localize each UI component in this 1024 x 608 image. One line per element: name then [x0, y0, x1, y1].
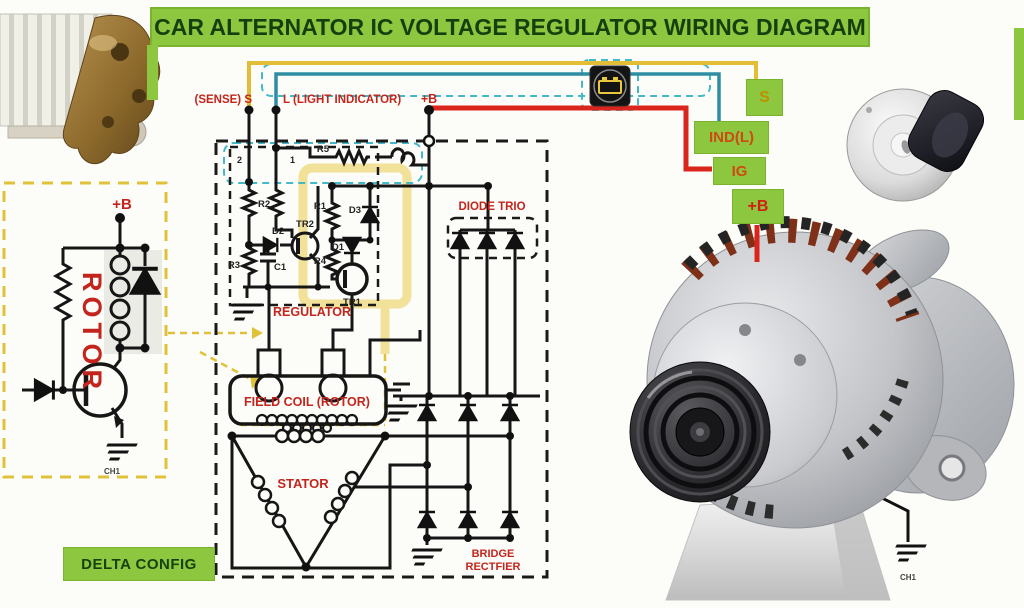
circuit-wiring	[228, 110, 540, 570]
tr1-label: TR1	[343, 297, 362, 308]
delta-config-label: DELTA CONFIG	[81, 555, 197, 573]
bridge-label-line2: RECTFIER	[466, 561, 521, 573]
ignition-key-photo	[846, 88, 985, 202]
d3-diode-icon	[360, 205, 380, 224]
diode-trio-box	[446, 216, 539, 260]
sense-wire-yellow	[247, 61, 758, 108]
crossover-node	[422, 134, 436, 148]
charge-lamp-icon	[589, 65, 631, 107]
d2-label: D2	[272, 226, 284, 237]
inset-plus-b-label: +B	[112, 196, 132, 213]
battery-wire-red	[429, 105, 712, 172]
d3-label: D3	[349, 205, 361, 216]
connector-terminal-ind: IND(L)	[694, 121, 769, 154]
light-terminal-label: L (LIGHT INDICATOR)	[283, 94, 401, 106]
d1-label: D1	[332, 242, 345, 253]
title-text: CAR ALTERNATOR IC VOLTAGE REGULATOR WIRI…	[154, 13, 866, 40]
c1-label: C1	[274, 262, 287, 273]
alternator-photo: CH1	[629, 216, 1015, 601]
stator-label: STATOR	[277, 476, 329, 491]
regulator-part-photo	[0, 13, 161, 164]
connector-terminal-s: S	[746, 79, 783, 116]
bridge-label-line1: BRIDGE	[472, 548, 515, 560]
connector-ig-label: IG	[731, 162, 748, 180]
r3-label: R3	[228, 260, 240, 271]
junction-dots	[227, 105, 514, 572]
rotor-label: ROTOR	[77, 272, 107, 394]
alternator-ground-label: CH1	[900, 573, 917, 582]
base-input-diode-icon	[33, 378, 55, 402]
sense-terminal-label: (SENSE) S	[194, 94, 252, 106]
connector-terminal-ig: IG	[713, 157, 766, 185]
field-coil-label: FIELD COIL (ROTOR)	[244, 395, 370, 409]
connector-ind-label: IND(L)	[709, 129, 754, 146]
connector-s-label: S	[759, 88, 770, 106]
delta-config-badge: DELTA CONFIG	[63, 547, 215, 581]
teal-dashed-track	[223, 59, 711, 184]
pin1-label: 1	[290, 155, 295, 165]
pin2-label: 2	[237, 155, 242, 165]
plusb-terminal-label: +B	[421, 92, 437, 106]
schematic-labels: (SENSE) S L (LIGHT INDICATOR) +B 2 1 R5 …	[194, 92, 525, 573]
r2-label: R2	[258, 199, 270, 210]
d1-diode-icon	[342, 236, 362, 255]
r1-label: R1	[314, 201, 327, 212]
inset-ground-label: CH1	[104, 467, 121, 476]
green-accent-tab	[147, 45, 158, 100]
diode-trio-label: DIODE TRIO	[458, 201, 525, 213]
regulator-label: REGULATOR	[273, 305, 351, 319]
tr2-label: TR2	[296, 219, 314, 230]
title-banner: CAR ALTERNATOR IC VOLTAGE REGULATOR WIRI…	[150, 7, 870, 47]
rotor-inset-circuit: +B ROTOR CH1	[22, 196, 162, 476]
green-accent-bar	[1014, 28, 1024, 120]
indicator-wire-teal	[274, 72, 721, 121]
connector-plusb-label: +B	[747, 197, 769, 215]
r5-label: R5	[317, 144, 330, 155]
connector-terminal-plusb: +B	[732, 189, 784, 224]
r4-label: R4	[314, 256, 327, 267]
